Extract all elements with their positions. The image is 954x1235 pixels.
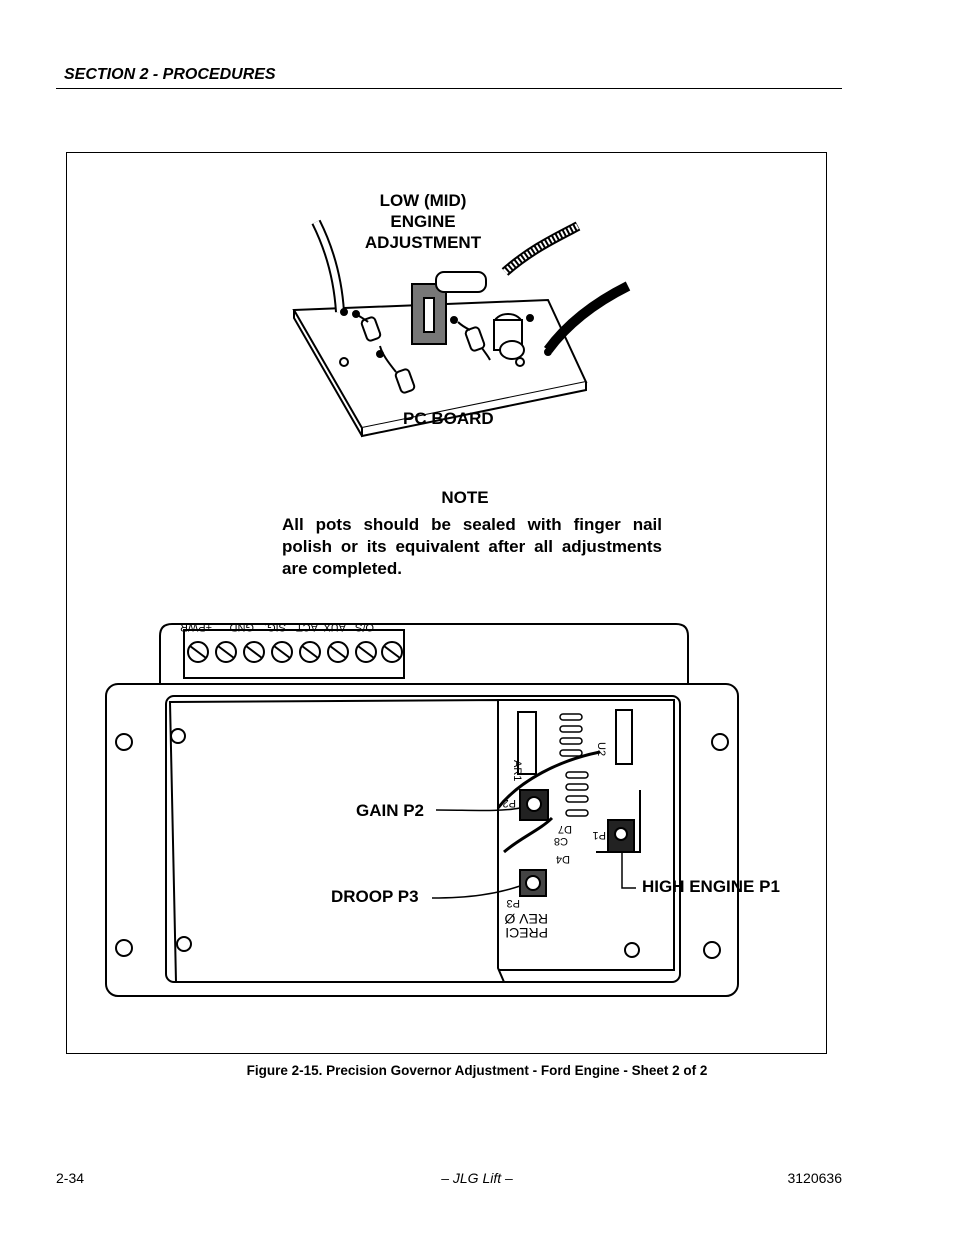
figure-caption: Figure 2-15. Precision Governor Adjustme… — [246, 1063, 708, 1078]
droop-p3-label: DROOP P3 — [331, 887, 419, 906]
low-mid-label: LOW (MID) ENGINE ADJUSTMENT — [350, 190, 496, 253]
board-label-rev: REV Ø — [504, 911, 548, 927]
low-mid-label-line3: ADJUSTMENT — [364, 233, 482, 252]
governor-box-drawing — [105, 623, 739, 997]
board-label-u2: U2 — [595, 742, 607, 756]
board-label-c8: C8 — [554, 835, 568, 847]
section-title: SECTION 2 - PROCEDURES — [64, 66, 276, 83]
board-label-d7: D7 — [558, 823, 572, 835]
terminal-label-sig: SIG. — [264, 621, 286, 633]
pc-board-drawing — [292, 219, 631, 438]
board-label-p3: P3 — [507, 897, 520, 909]
page-number: 2-34 — [56, 1170, 85, 1186]
figure-frame — [66, 152, 827, 1054]
board-label-ar1: AR1 — [511, 760, 523, 781]
document-number: 3120636 — [787, 1170, 842, 1186]
board-label-p2: P2 — [503, 797, 516, 809]
terminal-label-pwr: +PWR — [180, 621, 212, 633]
terminal-label-act: ACT — [296, 621, 318, 633]
board-label-p1: P1 — [593, 829, 606, 841]
pc-board-label: PC BOARD — [403, 409, 494, 428]
board-label-d4: D4 — [556, 853, 570, 865]
low-mid-label-line2: ENGINE — [390, 212, 456, 231]
publisher-footer: – JLG Lift – — [441, 1170, 513, 1186]
low-mid-label-line1: LOW (MID) — [379, 191, 467, 210]
note-body: All pots should be sealed with finger na… — [282, 515, 662, 578]
board-label-preci: PRECI — [505, 925, 548, 941]
terminal-label-gnd: GND — [230, 621, 255, 633]
note-title: NOTE — [441, 488, 489, 507]
terminal-label-aux: AUX — [323, 621, 346, 633]
terminal-label-os: O/S — [355, 621, 374, 633]
header-rule — [56, 88, 842, 89]
gain-p2-label: GAIN P2 — [356, 801, 425, 820]
high-engine-p1-label: HIGH ENGINE P1 — [642, 877, 780, 896]
